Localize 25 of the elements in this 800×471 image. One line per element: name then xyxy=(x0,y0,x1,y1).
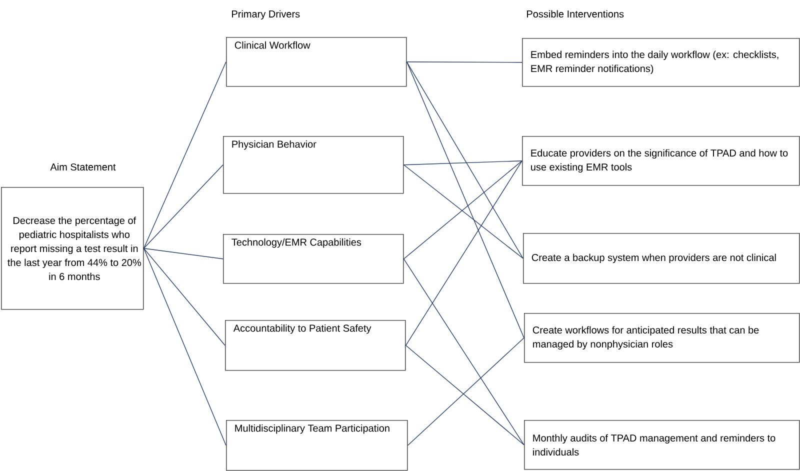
connector-line xyxy=(143,248,224,260)
driver-box: Clinical Workflow xyxy=(226,37,407,87)
connector-line xyxy=(406,62,524,338)
aim-box: Decrease the percentage of pediatric hospitalists who report missing a test result in the last year from 44% to 20% in 6 months xyxy=(1,187,144,310)
connector-line xyxy=(405,160,522,346)
driver-box: Physician Behavior xyxy=(223,136,404,194)
intervention-box: Embed reminders into the daily workflow (ex: checklists, EMR reminder notifications) xyxy=(522,38,800,87)
connector-line xyxy=(403,160,522,166)
connector-line xyxy=(403,258,524,446)
driver-box: Technology/EMR Capabilities xyxy=(223,234,404,284)
column-header: Primary Drivers xyxy=(232,10,300,20)
intervention-box: Monthly audits of TPAD management and reminders to individuals xyxy=(524,420,800,470)
column-header: Aim Statement xyxy=(50,163,116,171)
connector-line xyxy=(143,164,224,249)
connector-line xyxy=(406,62,522,63)
connector-line xyxy=(143,62,226,249)
connector-line xyxy=(143,248,226,446)
intervention-box: Educate providers on the significance of TPAD and how to use existing EMR tools xyxy=(522,136,800,186)
intervention-box: Create a backup system when providers are not clinical xyxy=(523,233,800,284)
driver-box: Multidisciplinary Team Participation xyxy=(226,420,408,471)
connector-line xyxy=(406,62,524,259)
column-header: Possible Interventions xyxy=(527,10,624,18)
connector-line xyxy=(143,248,226,346)
driver-box: Accountability to Patient Safety xyxy=(225,320,406,371)
intervention-box: Create workflows for anticipated results that can be managed by nonphysician roles xyxy=(524,313,800,363)
